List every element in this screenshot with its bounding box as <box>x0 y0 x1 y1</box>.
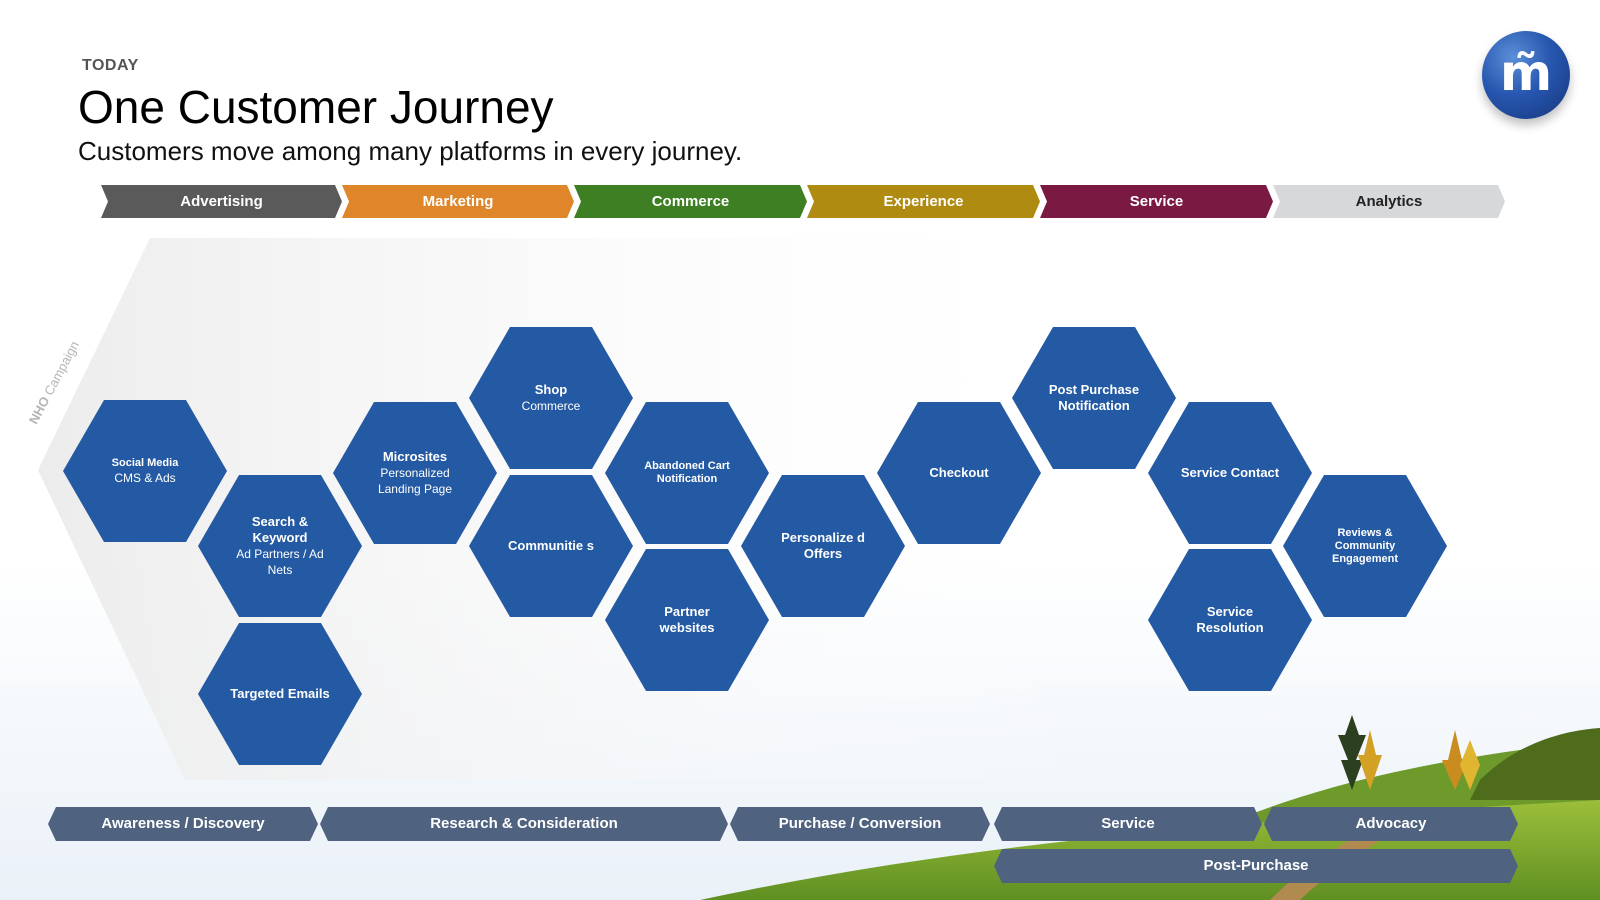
node-post-purchase: Post Purchase Notification <box>1012 327 1176 469</box>
node-service-contact: Service Contact <box>1148 402 1312 544</box>
stage-advocacy: Advocacy <box>1264 807 1518 841</box>
stage-service: Service <box>994 807 1262 841</box>
node-reviews-community: Reviews & Community Engagement <box>1283 475 1447 617</box>
stage-awareness: Awareness / Discovery <box>48 807 318 841</box>
tree-icons <box>1338 715 1480 790</box>
category-analytics: Analytics <box>1273 185 1505 218</box>
kicker: TODAY <box>82 57 139 74</box>
node-service-resolution: Service Resolution <box>1148 549 1312 691</box>
stage-purchase: Purchase / Conversion <box>730 807 990 841</box>
category-experience: Experience <box>807 185 1040 218</box>
node-targeted-emails: Targeted Emails <box>198 623 362 765</box>
page-subtitle: Customers move among many platforms in e… <box>78 136 743 166</box>
hill-dark <box>1470 728 1600 800</box>
category-marketing: Marketing <box>342 185 574 218</box>
stage-research: Research & Consideration <box>320 807 728 841</box>
category-service: Service <box>1040 185 1273 218</box>
category-advertising: Advertising <box>101 185 342 218</box>
brand-logo: m̃ <box>1482 31 1570 119</box>
logo-glyph: m̃ <box>1499 44 1553 102</box>
page-title: One Customer Journey <box>78 81 554 133</box>
stage-post-purchase: Post-Purchase <box>994 849 1518 883</box>
category-commerce: Commerce <box>574 185 807 218</box>
